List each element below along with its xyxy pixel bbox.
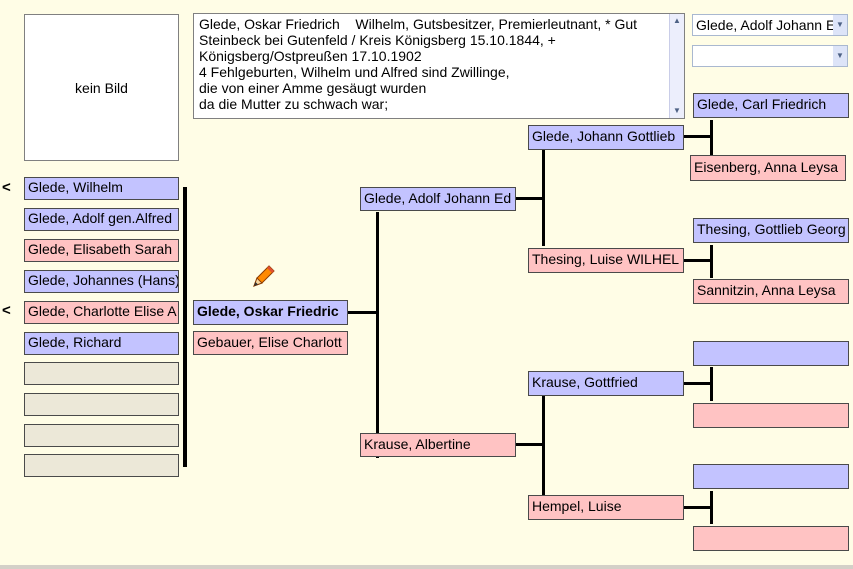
gp-connector xyxy=(684,259,712,262)
great-grandparent-box[interactable]: Sannitzin, Anna Leysa xyxy=(693,279,849,304)
child-box-empty[interactable] xyxy=(24,454,179,477)
child-marker[interactable]: < xyxy=(2,302,11,319)
status-bar xyxy=(0,565,853,569)
pencil-icon[interactable] xyxy=(251,263,277,294)
great-grandparent-box[interactable] xyxy=(693,403,849,428)
great-grandparent-box[interactable]: Thesing, Gottlieb Georg xyxy=(693,218,849,243)
chevron-down-icon[interactable]: ▼ xyxy=(833,15,847,35)
mother-connector xyxy=(516,443,544,446)
notes-textarea[interactable]: Glede, Oskar Friedrich Wilhelm, Gutsbesi… xyxy=(193,13,685,119)
notes-text: Glede, Oskar Friedrich Wilhelm, Gutsbesi… xyxy=(199,16,638,112)
photo-placeholder[interactable]: kein Bild xyxy=(24,14,179,161)
gp-connector xyxy=(710,120,713,155)
grandparent-box[interactable]: Hempel, Luise xyxy=(528,495,684,520)
child-box[interactable]: Glede, Charlotte Elise A xyxy=(24,301,179,324)
child-box-empty[interactable] xyxy=(24,362,179,385)
photo-label: kein Bild xyxy=(75,79,128,96)
great-grandparent-box[interactable] xyxy=(693,464,849,489)
child-marker[interactable]: < xyxy=(2,179,11,196)
gp-connector xyxy=(684,135,712,138)
focus-person-box[interactable]: Glede, Oskar Friedric xyxy=(193,300,348,325)
notes-scrollbar[interactable]: ▲ ▼ xyxy=(669,14,684,118)
gp-connector xyxy=(684,506,712,509)
father-box[interactable]: Glede, Adolf Johann Ed xyxy=(360,187,516,211)
maternal-connector xyxy=(542,396,545,495)
child-box-empty[interactable] xyxy=(24,424,179,447)
focus-connector xyxy=(348,311,378,314)
gp-connector xyxy=(710,367,713,401)
great-grandparent-box[interactable] xyxy=(693,526,849,551)
child-box[interactable]: Glede, Adolf gen.Alfred xyxy=(24,208,179,231)
child-box[interactable]: Glede, Elisabeth Sarah xyxy=(24,239,179,262)
spouse-box[interactable]: Gebauer, Elise Charlott xyxy=(193,331,348,355)
great-grandparent-box[interactable]: Glede, Carl Friedrich xyxy=(693,93,849,118)
person-select-value: Glede, Adolf Johann E xyxy=(696,17,836,33)
father-connector xyxy=(516,197,544,200)
secondary-select[interactable]: ▼ xyxy=(692,45,848,67)
paternal-connector xyxy=(542,150,545,246)
child-box[interactable]: Glede, Wilhelm xyxy=(24,177,179,200)
children-connector xyxy=(183,187,187,467)
child-box[interactable]: Glede, Johannes (Hans) xyxy=(24,270,179,293)
gp-connector xyxy=(710,245,713,278)
scroll-up-icon[interactable]: ▲ xyxy=(673,16,681,25)
parents-connector xyxy=(376,212,379,458)
grandparent-box[interactable]: Thesing, Luise WILHEL xyxy=(528,248,684,273)
mother-box[interactable]: Krause, Albertine xyxy=(360,433,516,457)
child-box-empty[interactable] xyxy=(24,393,179,416)
gp-connector xyxy=(684,382,712,385)
gp-connector xyxy=(710,491,713,524)
great-grandparent-box[interactable]: Eisenberg, Anna Leysa xyxy=(690,155,846,181)
chevron-down-icon[interactable]: ▼ xyxy=(833,46,847,66)
child-box[interactable]: Glede, Richard xyxy=(24,332,179,355)
grandparent-box[interactable]: Krause, Gottfried xyxy=(528,371,684,396)
scroll-down-icon[interactable]: ▼ xyxy=(673,106,681,115)
person-select[interactable]: Glede, Adolf Johann E ▼ xyxy=(692,14,848,36)
great-grandparent-box[interactable] xyxy=(693,341,849,366)
grandparent-box[interactable]: Glede, Johann Gottlieb xyxy=(528,125,684,150)
